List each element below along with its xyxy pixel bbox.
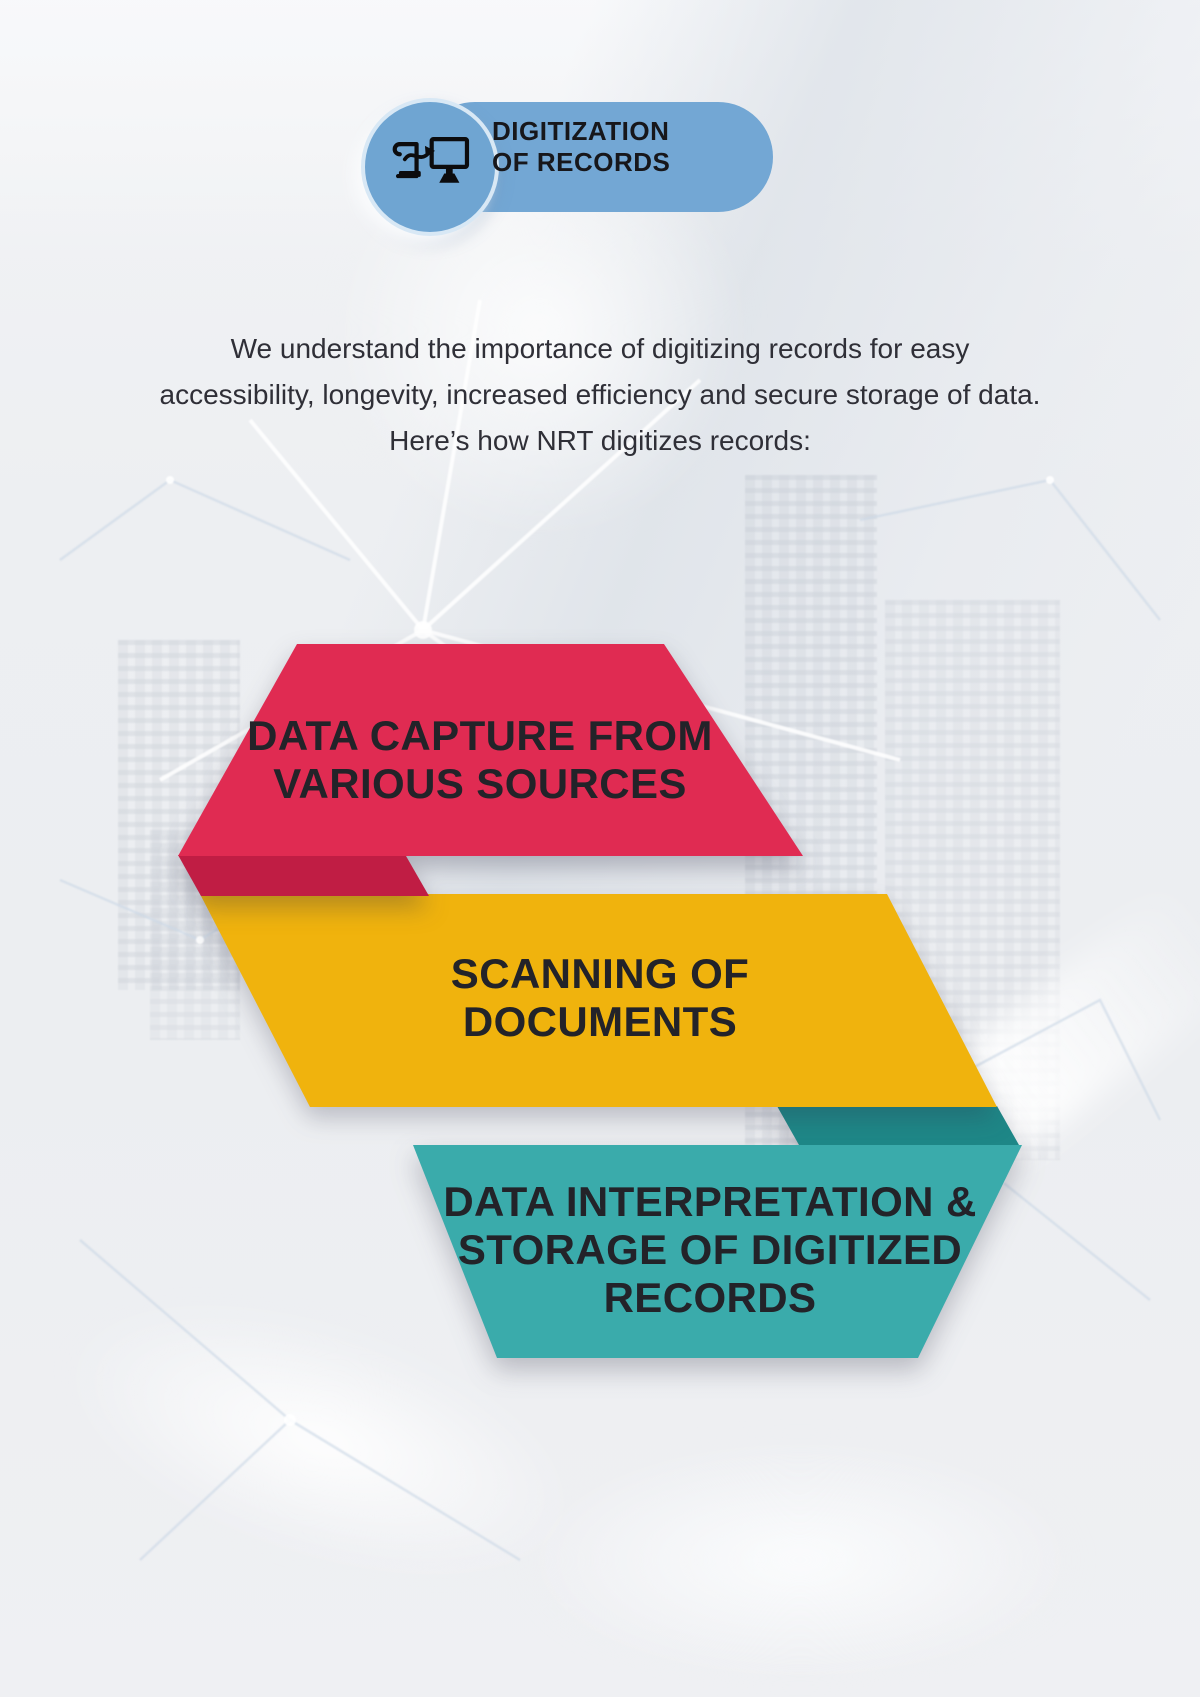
step-2-line1: SCANNING OF xyxy=(450,950,750,997)
ribbon-yellow-shape xyxy=(200,894,997,1107)
ribbon-teal-fold xyxy=(777,1106,1019,1145)
intro-paragraph: We understand the importance of digitizi… xyxy=(0,326,1200,464)
intro-line2: accessibility, longevity, increased effi… xyxy=(159,379,1041,410)
step-3-line1: DATA INTERPRETATION & xyxy=(443,1178,977,1225)
ribbon-red-fold xyxy=(178,855,429,896)
badge-title-line1: DIGITIZATION xyxy=(492,116,670,146)
step-2-line2: DOCUMENTS xyxy=(462,998,738,1045)
ribbon-red-shape xyxy=(178,644,803,856)
step-1-line2: VARIOUS SOURCES xyxy=(273,760,687,807)
step-3-line2: STORAGE OF DIGITIZED xyxy=(457,1226,963,1273)
badge-title: DIGITIZATION OF RECORDS xyxy=(492,116,670,178)
background-hand-glow-2 xyxy=(520,1440,1080,1680)
scroll-to-monitor-icon xyxy=(392,137,470,183)
step-1-line1: DATA CAPTURE FROM xyxy=(247,712,713,759)
ribbon-teal-shape xyxy=(413,1145,1022,1358)
badge-title-line2: OF RECORDS xyxy=(492,147,671,177)
step-1-label: DATA CAPTURE FROM VARIOUS SOURCES xyxy=(170,712,790,808)
step-3-line3: RECORDS xyxy=(603,1274,817,1321)
step-3-label: DATA INTERPRETATION & STORAGE OF DIGITIZ… xyxy=(400,1178,1020,1322)
intro-line1: We understand the importance of digitizi… xyxy=(230,333,970,364)
intro-line3: Here’s how NRT digitizes records: xyxy=(389,425,811,456)
step-2-label: SCANNING OF DOCUMENTS xyxy=(290,950,910,1046)
